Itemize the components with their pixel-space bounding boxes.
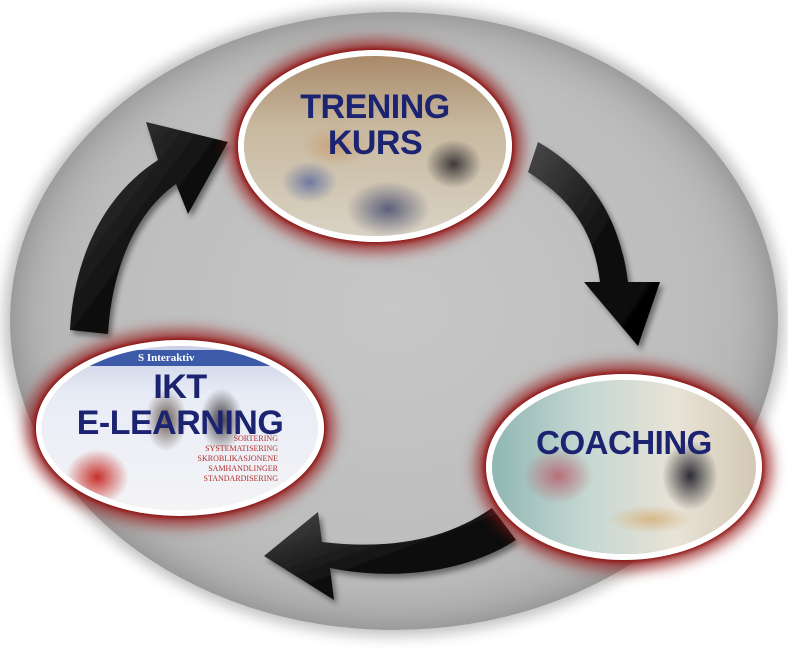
e-learning-menu: SORTERING SYSTEMATISERING SKROBLIKASJONE… [198, 434, 278, 484]
arrow-trening-to-coaching-icon [528, 142, 660, 346]
label-line-trening: TRENING [300, 88, 450, 126]
meeting-photo [492, 380, 756, 554]
e-learning-banner: S Interaktiv [42, 350, 318, 366]
node-trening-kurs: TRENING KURS [238, 50, 512, 242]
label-line-kurs: KURS [327, 123, 423, 162]
label-line-e-learning: E-LEARNING [76, 403, 284, 442]
node-label-ikt: IKT E-LEARNING [42, 368, 318, 442]
node-label-trening: TRENING KURS [244, 88, 506, 162]
label-line-ikt: IKT [153, 368, 207, 406]
menu-item: SAMHANDLINGER [208, 464, 278, 473]
menu-item: SORTERING [233, 434, 278, 443]
menu-item: SKROBLIKASJONENE [197, 454, 278, 463]
menu-item: SYSTEMATISERING [205, 444, 278, 453]
node-coaching: COACHING [486, 374, 762, 560]
arrow-coaching-to-ikt-icon [264, 508, 516, 600]
e-learning-screenshot [42, 346, 318, 510]
arrow-ikt-to-trening-icon [70, 122, 228, 334]
node-ikt-e-learning: S Interaktiv SORTERING SYSTEMATISERING S… [36, 340, 324, 516]
label-line-coaching: COACHING [536, 424, 712, 461]
classroom-photo [244, 56, 506, 236]
node-label-coaching: COACHING [492, 424, 756, 461]
menu-item: STANDARDISERING [203, 474, 278, 483]
